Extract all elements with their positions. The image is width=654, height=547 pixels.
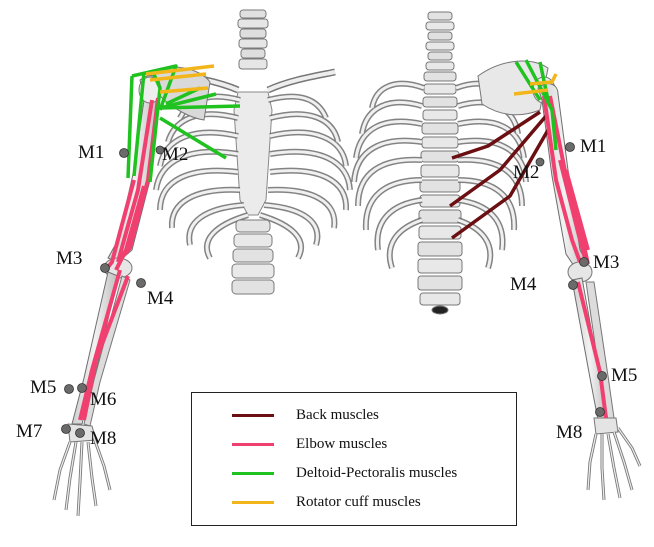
marker-dot-m5-front bbox=[65, 385, 74, 394]
legend-item-elbow-muscles: Elbow muscles bbox=[232, 433, 387, 455]
front-ribs-right bbox=[260, 97, 350, 258]
marker-dot-m3-front bbox=[101, 264, 110, 273]
legend-label: Elbow muscles bbox=[296, 436, 387, 453]
marker-label-m4-back: M4 bbox=[510, 274, 537, 295]
front-ribs-left bbox=[156, 97, 248, 258]
marker-label-m5-back: M5 bbox=[611, 365, 637, 386]
marker-dot-m3-back bbox=[580, 258, 589, 267]
marker-dot-m8-front bbox=[76, 429, 85, 438]
back-ribs-left bbox=[354, 84, 424, 268]
legend-label: Rotator cuff muscles bbox=[296, 494, 421, 511]
marker-label-m1-back: M1 bbox=[580, 136, 606, 157]
marker-label-m2-front: M2 bbox=[162, 144, 188, 165]
back-spine bbox=[418, 12, 462, 314]
legend-swatch-rotator bbox=[232, 501, 274, 504]
front-sternum bbox=[234, 92, 272, 215]
marker-dot-m4-front bbox=[137, 279, 146, 288]
marker-dot-m1-front bbox=[120, 149, 129, 158]
legend: Back muscles Elbow muscles Deltoid-Pecto… bbox=[191, 392, 517, 526]
marker-label-m7-front: M7 bbox=[16, 421, 42, 442]
marker-dot-m5-back bbox=[598, 372, 607, 381]
front-lumbar-spine bbox=[232, 220, 274, 294]
marker-label-m8-front: M8 bbox=[90, 428, 116, 449]
marker-dot-m6-front bbox=[78, 384, 87, 393]
marker-label-m1-front: M1 bbox=[78, 142, 104, 163]
legend-swatch-deltoid bbox=[232, 472, 274, 475]
marker-label-m3-front: M3 bbox=[56, 248, 82, 269]
legend-item-rotator-cuff: Rotator cuff muscles bbox=[232, 491, 421, 513]
marker-label-m2-back: M2 bbox=[513, 162, 539, 183]
legend-label: Back muscles bbox=[296, 407, 379, 424]
marker-label-m8-back: M8 bbox=[556, 422, 582, 443]
legend-swatch-back bbox=[232, 414, 274, 417]
legend-item-back-muscles: Back muscles bbox=[232, 404, 379, 426]
legend-label: Deltoid-Pectoralis muscles bbox=[296, 465, 457, 482]
marker-label-m4-front: M4 bbox=[147, 288, 174, 309]
legend-item-deltoid-pectoralis: Deltoid-Pectoralis muscles bbox=[232, 462, 457, 484]
marker-label-m6-front: M6 bbox=[90, 389, 116, 410]
marker-dot-m8-back bbox=[596, 408, 605, 417]
legend-swatch-elbow bbox=[232, 443, 274, 446]
marker-dot-m7-front bbox=[62, 425, 71, 434]
marker-dot-m1-back bbox=[566, 143, 575, 152]
marker-label-m5-front: M5 bbox=[30, 377, 56, 398]
front-cervical-spine bbox=[238, 10, 268, 69]
marker-label-m3-back: M3 bbox=[593, 252, 619, 273]
marker-dot-m4-back bbox=[569, 281, 578, 290]
